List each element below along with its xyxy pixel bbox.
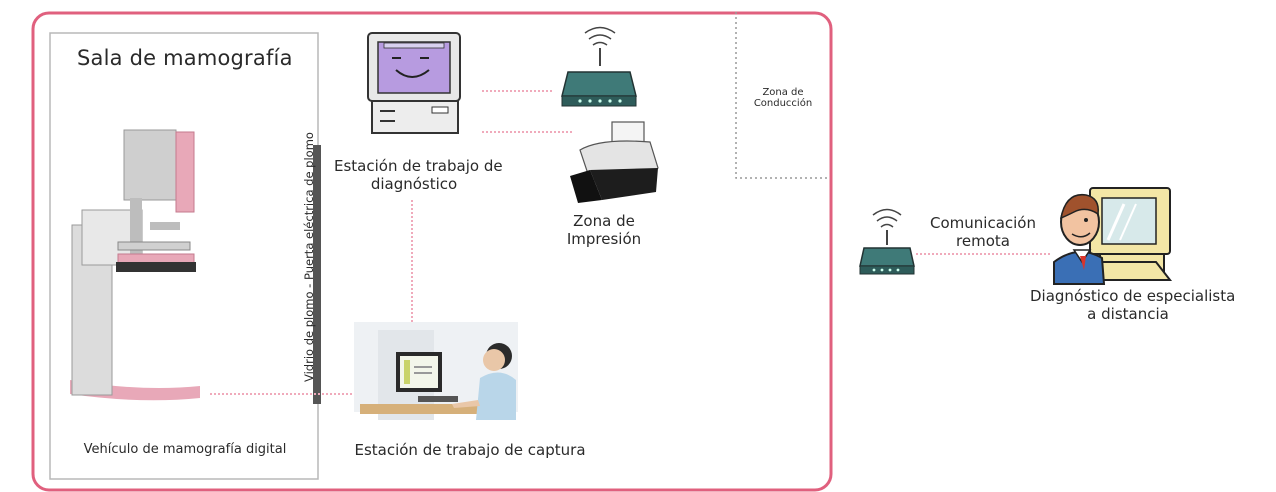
remote-comm-line2: remota (956, 232, 1010, 250)
print-zone-line2: Impresión (566, 230, 642, 248)
diagnosis-station-line1: Estación de trabajo de (334, 157, 503, 175)
capture-workstation-icon (354, 322, 518, 420)
specialist-line1: Diagnóstico de especialista (1030, 287, 1236, 305)
vehicle-outline (31, 11, 833, 492)
driving-zone-line1: Zona de (762, 87, 804, 98)
remote-comm-line1: Comunicación (930, 214, 1036, 232)
remote-router-icon (859, 208, 915, 275)
print-zone-line1: Zona de (573, 212, 635, 230)
lead-glass-wall (313, 145, 321, 404)
monitor-smiley-icon (367, 32, 461, 134)
driving-zone-label: Zona de Conducción (740, 87, 826, 109)
lead-glass-label: Vidrio de plomo - Puerta eléctrica de pl… (302, 132, 316, 382)
diagnosis-station-line2: diagnóstico (370, 175, 458, 193)
driving-zone-line2: Conducción (753, 98, 813, 109)
specialist-doctor-icon (1053, 187, 1173, 285)
printer-icon (570, 121, 659, 203)
specialist-label: Diagnóstico de especialista a distancia (1030, 287, 1236, 323)
router-icon (561, 26, 637, 107)
driving-zone-boundary (735, 12, 828, 179)
diagnosis-station-label: Estación de trabajo de diagnóstico (334, 157, 503, 193)
vehicle-label: Vehículo de mamografía digital (83, 442, 287, 457)
remote-comm-label: Comunicación remota (916, 214, 1050, 250)
room-title: Sala de mamografía (77, 46, 293, 70)
mammography-machine-icon (70, 129, 200, 401)
specialist-line2: a distancia (1087, 305, 1169, 323)
print-zone-label: Zona de Impresión (556, 212, 652, 248)
capture-station-label: Estación de trabajo de captura (354, 441, 586, 459)
